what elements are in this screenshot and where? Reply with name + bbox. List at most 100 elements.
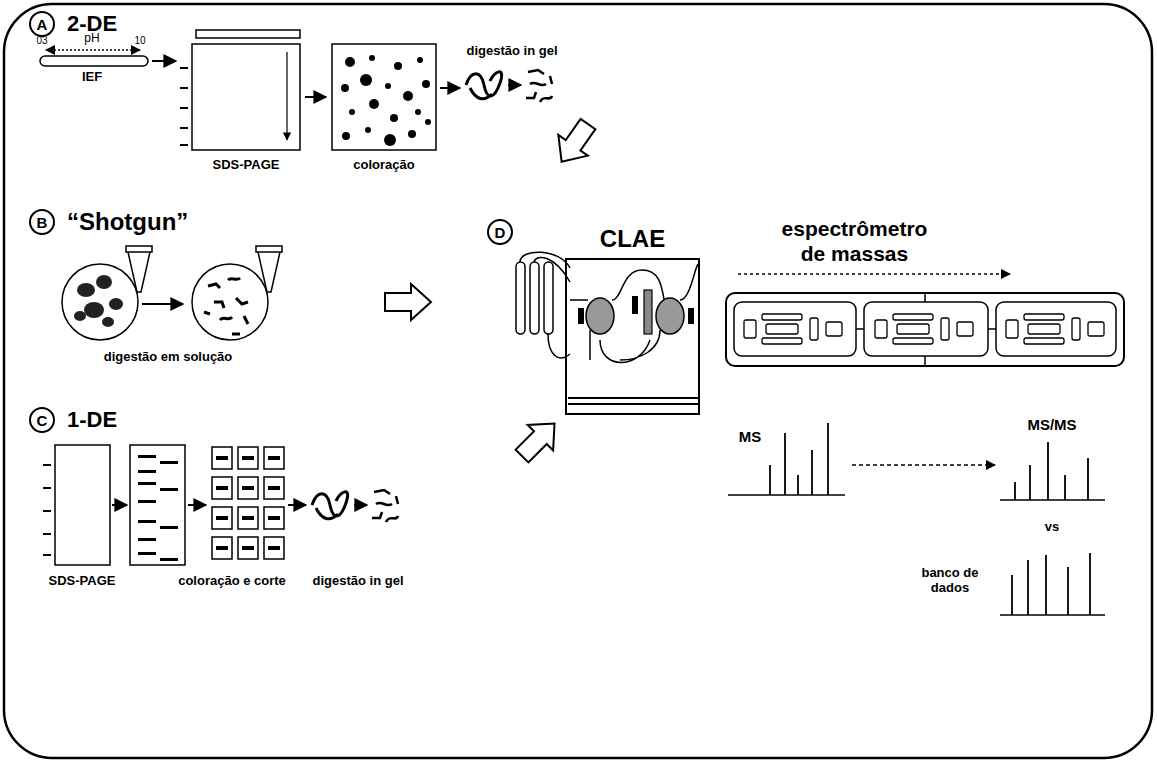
gel-piece <box>238 507 258 529</box>
ief-strip <box>40 50 176 66</box>
ion-optic <box>766 324 798 334</box>
protein-spot <box>390 114 398 122</box>
gel-band <box>138 455 156 458</box>
spectrum-peak <box>1087 458 1089 500</box>
2d-gel <box>180 30 326 150</box>
ion-optic <box>1028 324 1060 334</box>
step-label: IEF <box>82 70 102 85</box>
gel-piece <box>238 447 258 469</box>
gel-band <box>138 520 156 523</box>
ion-optic <box>810 318 818 340</box>
ion-optic <box>893 338 933 344</box>
stained-gel <box>332 44 460 150</box>
panel-letter: D <box>495 225 506 240</box>
panel-letter: B <box>37 215 48 230</box>
spectrum-peak <box>1011 575 1013 615</box>
spectrum-peak <box>1045 555 1047 615</box>
gel-band <box>138 470 156 473</box>
panel-letter: C <box>37 413 48 428</box>
letter-circle: C1-DE <box>29 407 55 433</box>
step-label: digestão em solução <box>104 350 233 365</box>
spectrum-peak <box>1014 482 1016 500</box>
spectrum-peak <box>1047 442 1049 500</box>
panel-letter: A <box>37 17 48 32</box>
ph-label: pH <box>84 32 99 46</box>
protein-spot <box>394 62 402 70</box>
comparison-label: vs <box>1045 520 1059 535</box>
gel-band <box>160 461 178 464</box>
gel-piece <box>212 537 232 559</box>
gel-band <box>138 500 156 503</box>
hplc-instrument <box>516 252 698 404</box>
gel-band <box>138 552 156 555</box>
letter-circle: A2-DE <box>29 11 55 37</box>
in-gel-digestion <box>312 490 398 522</box>
gel-band <box>160 488 178 491</box>
ion-optic <box>941 318 949 340</box>
protein-spot <box>341 84 349 92</box>
gel-band <box>138 482 156 485</box>
spectrum-peak <box>769 465 771 495</box>
protein-spot <box>342 132 350 140</box>
protein-spot <box>403 91 413 101</box>
ion-optic <box>1006 320 1018 338</box>
in-gel-digestion <box>466 70 552 102</box>
ion-optic <box>897 324 929 334</box>
spectrum-peak <box>1067 567 1069 615</box>
outer-frame <box>4 4 1152 758</box>
ion-optic <box>875 320 887 338</box>
spectrum-peak <box>1027 560 1029 615</box>
letter-circle: B“Shotgun” <box>29 209 55 235</box>
ion-optic <box>1088 322 1104 336</box>
step-label: digestão in gel <box>312 574 403 589</box>
protein-spot <box>345 57 355 67</box>
step-label: coloração e corte <box>178 574 286 589</box>
spectrum-peak <box>1029 465 1031 500</box>
ion-optic <box>1072 318 1080 340</box>
flow-arrow <box>385 284 431 320</box>
panel-title: 1-DE <box>67 407 117 433</box>
panel-title: “Shotgun” <box>67 208 188 236</box>
spectrum-peak <box>784 433 786 495</box>
protein-spot <box>369 99 379 109</box>
spectrum-peak <box>797 475 799 495</box>
ion-optic <box>762 314 802 320</box>
spectrum-label: MS/MS <box>1027 416 1076 433</box>
gel-band <box>160 526 178 529</box>
spectrum-label: MS <box>739 428 762 445</box>
gel-band <box>160 558 178 561</box>
gel-piece <box>264 507 284 529</box>
gel-piece <box>264 447 284 469</box>
flow-arrow <box>509 411 567 469</box>
database-label: banco de dados <box>914 566 986 596</box>
ion-optic <box>744 320 756 338</box>
letter-circle: D <box>487 219 513 245</box>
ph-value: 03 <box>36 35 47 47</box>
protein-spot <box>385 83 391 89</box>
step-label: coloração <box>353 158 414 173</box>
ion-optic <box>826 322 842 336</box>
protein-spot <box>349 109 355 115</box>
ms-box: espectrômetro de massas <box>725 292 1125 367</box>
flow-arrow <box>547 114 603 172</box>
spectra <box>728 423 1105 615</box>
protein-spot <box>408 130 416 138</box>
gel-piece <box>212 477 232 499</box>
protein-spot <box>425 119 431 125</box>
gel-piece <box>238 537 258 559</box>
spectrum-peak <box>827 423 829 495</box>
step-label: digestão in gel <box>466 44 557 59</box>
gel-piece <box>212 507 232 529</box>
hplc-box: CLAE <box>565 258 700 415</box>
spectrum-peak <box>1064 475 1066 500</box>
gel-band <box>138 538 156 541</box>
gel-piece <box>238 477 258 499</box>
ion-optic <box>1024 314 1064 320</box>
ion-optic <box>893 314 933 320</box>
step-label: SDS-PAGE <box>213 158 280 173</box>
solution-digestion <box>62 246 282 340</box>
gel-piece <box>212 447 232 469</box>
